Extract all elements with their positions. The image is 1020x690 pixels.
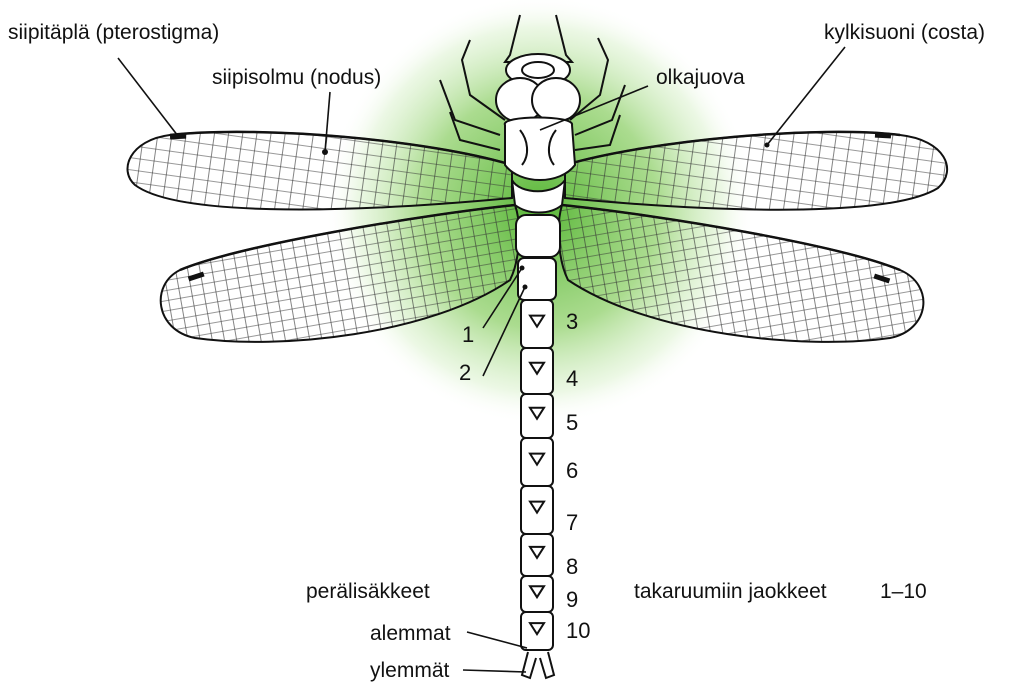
label-pterostigma: siipitäplä (pterostigma)	[8, 22, 219, 43]
segment-number-5: 5	[566, 412, 578, 434]
label-takaruumiin-range: 1–10	[880, 581, 927, 602]
label-ylemmat: ylemmät	[370, 660, 449, 681]
label-alemmat: alemmat	[370, 623, 451, 644]
label-olkajuova: olkajuova	[656, 67, 745, 88]
segment-number-2: 2	[459, 362, 471, 384]
label-costa: kylkisuoni (costa)	[824, 22, 985, 43]
segment-number-1: 1	[462, 324, 474, 346]
segment-number-8: 8	[566, 556, 578, 578]
label-takaruumiin-jaokkeet: takaruumiin jaokkeet	[634, 581, 827, 602]
segment-number-9: 9	[566, 589, 578, 611]
leader-costa	[767, 47, 845, 145]
segment-1-dot	[520, 266, 525, 271]
segment-number-7: 7	[566, 512, 578, 534]
appendages	[522, 652, 554, 678]
leader-pterostigma	[118, 58, 178, 136]
segment-number-3: 3	[566, 311, 578, 333]
abdomen	[516, 215, 560, 650]
label-nodus: siipisolmu (nodus)	[212, 67, 381, 88]
segment-2-dot	[523, 285, 528, 290]
leader-alemmat	[467, 632, 527, 648]
label-peralisakkeet: perälisäkkeet	[306, 581, 430, 602]
segment-number-10: 10	[566, 620, 590, 642]
leader-ylemmat	[463, 670, 526, 672]
segment-number-4: 4	[566, 368, 578, 390]
segment-number-6: 6	[566, 460, 578, 482]
